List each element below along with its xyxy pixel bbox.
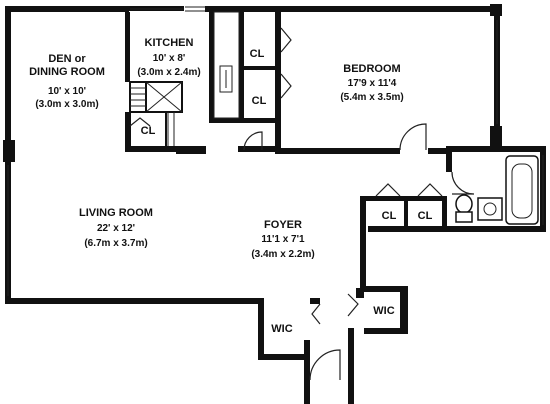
kitchen-name: KITCHEN xyxy=(145,37,194,49)
bedroom-dim-m: (5.4m x 3.5m) xyxy=(340,92,403,103)
sink-icon xyxy=(477,197,503,221)
windows xyxy=(7,6,544,296)
door-swings xyxy=(129,27,475,381)
bathtub-icon xyxy=(505,155,539,225)
den-dim-ft: 10' x 10' xyxy=(48,86,86,97)
toilet-icon xyxy=(455,194,473,223)
kitchen-dim-m: (3.0m x 2.4m) xyxy=(137,67,200,78)
bedroom-name: BEDROOM xyxy=(343,63,400,75)
room-label-kitchen: KITCHEN 10' x 8' (3.0m x 2.4m) xyxy=(137,37,200,78)
living-name: LIVING ROOM xyxy=(79,207,153,219)
den-name-line2: DINING ROOM xyxy=(29,66,105,78)
room-label-foyer: FOYER 11'1 x 7'1 (3.4m x 2.2m) xyxy=(251,219,314,260)
den-name-line1: DEN or xyxy=(48,53,86,65)
foyer-dim-m: (3.4m x 2.2m) xyxy=(251,249,314,260)
wic-label-left: WIC xyxy=(271,323,292,335)
den-dim-m: (3.0m x 3.0m) xyxy=(35,99,98,110)
living-dim-ft: 22' x 12' xyxy=(97,223,135,234)
kitchen-counters xyxy=(213,11,240,119)
closet-label-bath-left: CL xyxy=(382,210,397,222)
closet-label-bath-right: CL xyxy=(418,210,433,222)
wic-label-right: WIC xyxy=(373,305,394,317)
room-label-bedroom: BEDROOM 17'9 x 11'4 (5.4m x 3.5m) xyxy=(340,63,403,103)
kitchen-dim-ft: 10' x 8' xyxy=(153,53,186,64)
stove-icon xyxy=(145,81,183,113)
room-label-living: LIVING ROOM 22' x 12' (6.7m x 3.7m) xyxy=(79,207,153,249)
living-dim-m: (6.7m x 3.7m) xyxy=(84,238,147,249)
bedroom-dim-ft: 17'9 x 11'4 xyxy=(348,78,397,89)
foyer-dim-ft: 11'1 x 7'1 xyxy=(261,234,305,245)
closet-label-kitchen-upper: CL xyxy=(250,48,265,60)
stairs-icon xyxy=(129,81,175,146)
room-label-den: DEN or DINING ROOM 10' x 10' (3.0m x 3.0… xyxy=(29,53,105,110)
closet-label-kitchen-lower: CL xyxy=(252,95,267,107)
foyer-name: FOYER xyxy=(264,219,302,231)
closet-label-den: CL xyxy=(141,125,156,137)
